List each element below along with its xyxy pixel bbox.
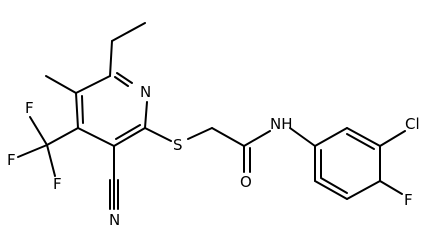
bond-c5-c6 (75, 75, 111, 94)
phenyl-ring (314, 127, 406, 200)
cf3-fluorine-left-label: F (7, 151, 16, 169)
bond-cf3-f-left (17, 144, 48, 158)
oxygen-label: O (240, 173, 252, 191)
bond-ring-cl (379, 130, 406, 147)
pyridine-nitrogen-label: N (140, 83, 151, 101)
bond-carbonyl-nh (243, 130, 271, 147)
bond-s-ch2 (187, 127, 213, 140)
bond-cf3-f-bottom (46, 144, 56, 177)
bond-nh-aryl (289, 127, 316, 147)
ethyl-group (109, 22, 146, 77)
bond-p2-p3-double (346, 133, 375, 150)
bond-ch2-ch3 (111, 22, 146, 42)
bond-c4-cf3 (46, 127, 79, 146)
cf3-fluorine-bottom-label: F (53, 175, 62, 193)
nitrile-nitrogen-label: N (109, 211, 120, 229)
bond-p2-p3 (346, 127, 381, 147)
bond-ch2-carbonyl (211, 127, 245, 147)
bond-p5-p6-double (320, 177, 348, 194)
sulfur-label: S (173, 136, 183, 154)
bond-c3-c4 (77, 127, 115, 147)
bond-c4-c5-double (81, 95, 84, 124)
bond-c6-ch2 (109, 40, 113, 77)
methyl-bond (45, 75, 77, 94)
pyridine-ring (75, 72, 148, 147)
bond-p4-p5 (346, 180, 381, 200)
bond-p1-p2 (314, 127, 348, 147)
bond-p5-p6 (314, 180, 348, 200)
thioacetamide-linker (144, 127, 316, 173)
bond-c2-s (144, 127, 172, 142)
bond-ring-f (379, 180, 403, 195)
cf3-fluorine-top-label: F (25, 99, 34, 117)
bond-n1-c2 (144, 101, 148, 129)
chlorine-label: Cl (405, 115, 420, 133)
nitrile-group (109, 145, 119, 210)
structure-canvas: N S O NH Cl F F F F N (7, 22, 420, 229)
amide-nh-label: NH (270, 115, 293, 133)
bond-c6-n1-double (114, 76, 129, 87)
bond-c4-c5 (75, 92, 79, 129)
bond-c6-n1 (116, 72, 133, 84)
trifluoromethyl-group (17, 116, 79, 177)
bond-c2-c3-double (115, 124, 141, 140)
bond-cf3-f-top (29, 116, 48, 146)
chemical-structure-diagram: N S O NH Cl F F F F N (7, 22, 420, 229)
ring-fluorine-label: F (404, 191, 413, 209)
bond-c2-c3 (113, 127, 146, 147)
